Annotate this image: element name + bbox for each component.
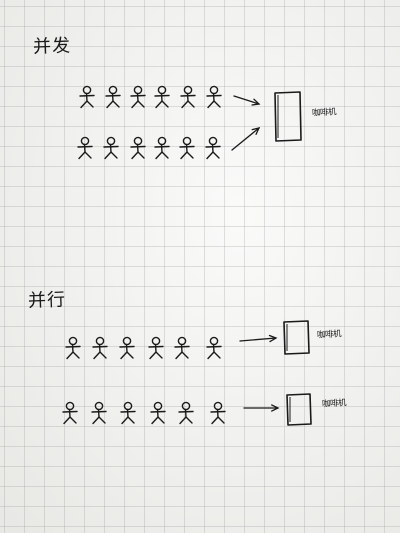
- stick-figure-icon: [178, 401, 194, 425]
- stick-figure-icon: [205, 136, 221, 160]
- stick-figure-icon: [148, 336, 164, 360]
- stick-figure-icon: [154, 136, 170, 160]
- stick-figure-icon: [174, 336, 190, 360]
- stick-figure-icon: [119, 336, 135, 360]
- coffee-machine-box: [283, 320, 310, 355]
- arrow-icon: [243, 404, 280, 412]
- stick-figure-icon: [179, 136, 195, 160]
- arrow-icon: [231, 127, 261, 151]
- stick-figure-icon: [105, 85, 121, 109]
- stick-figure-icon: [150, 401, 166, 425]
- stick-figure-icon: [91, 401, 107, 425]
- stick-figure-icon: [65, 336, 81, 360]
- stick-figure-icon: [206, 85, 222, 109]
- stick-figure-icon: [62, 401, 78, 425]
- arrow-icon: [239, 334, 278, 343]
- stick-figure-icon: [206, 336, 222, 360]
- arrow-icon: [233, 95, 261, 106]
- stick-figure-icon: [210, 401, 226, 425]
- stick-figure-icon: [154, 85, 170, 109]
- stick-figure-icon: [103, 136, 119, 160]
- stick-figure-icon: [120, 401, 136, 425]
- coffee-machine-box: [274, 91, 302, 142]
- coffee-machine-box: [286, 393, 312, 426]
- stick-figure-icon: [130, 85, 146, 109]
- stick-figure-icon: [130, 136, 146, 160]
- stick-figure-icon: [77, 136, 93, 160]
- stick-figure-icon: [79, 85, 95, 109]
- stick-figure-icon: [180, 85, 196, 109]
- stick-figure-icon: [92, 336, 108, 360]
